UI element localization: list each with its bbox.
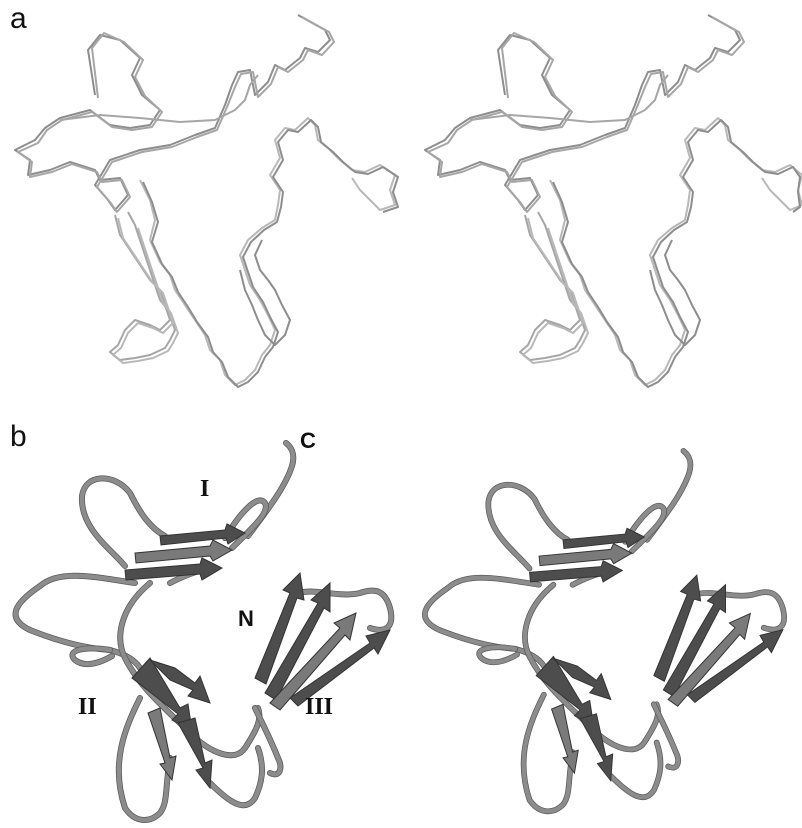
calpha-trace-7 — [240, 240, 290, 345]
calpha-trace-3 — [140, 118, 395, 385]
calpha-trace-5 — [110, 212, 175, 360]
beta-strand-domain-2-c — [178, 718, 212, 788]
beta-strand-domain-3-a — [255, 573, 304, 684]
stereo-right-view — [410, 0, 802, 400]
ribbon-cartoon-right — [410, 418, 802, 828]
calpha-trace-right — [410, 0, 802, 400]
calpha-trace-1 — [425, 15, 740, 210]
calpha-trace-2 — [428, 17, 744, 212]
stereo-left-view: I II III C N — [0, 418, 410, 828]
calpha-trace-2 — [18, 17, 334, 212]
ribbon-model — [425, 451, 784, 811]
calpha-trace-5 — [520, 212, 585, 360]
domain-label-3: III — [305, 694, 333, 721]
beta-strand-domain-2-c — [580, 714, 613, 781]
calpha-trace-1 — [15, 15, 330, 210]
domain-label-2: II — [78, 694, 97, 721]
c-terminus-label: C — [300, 428, 316, 454]
beta-strand-domain-3-a — [654, 575, 701, 681]
coil-domain-2-loop — [119, 698, 170, 820]
calpha-trace-4 — [143, 120, 398, 387]
stereo-right-view — [410, 418, 802, 828]
n-terminus-label: N — [238, 606, 254, 632]
beta-strand-domain-1-c — [563, 528, 644, 548]
calpha-trace-7 — [650, 240, 700, 345]
calpha-trace-set — [15, 15, 398, 387]
calpha-trace-4 — [553, 120, 800, 387]
domain-label-1: I — [200, 476, 209, 503]
beta-strand-domain-1-b — [135, 540, 232, 563]
panel-a-calpha-stereo: a — [0, 0, 802, 410]
stereo-left-view — [0, 0, 400, 400]
beta-strand-domain-1-c — [160, 524, 245, 545]
calpha-trace-set — [425, 15, 802, 387]
calpha-trace-left — [0, 0, 400, 400]
calpha-trace-3 — [550, 118, 802, 385]
panel-b-ribbon-stereo: b — [0, 418, 802, 828]
beta-strand-domain-1-b — [539, 544, 632, 566]
coil-domain-2-loop — [524, 695, 573, 812]
